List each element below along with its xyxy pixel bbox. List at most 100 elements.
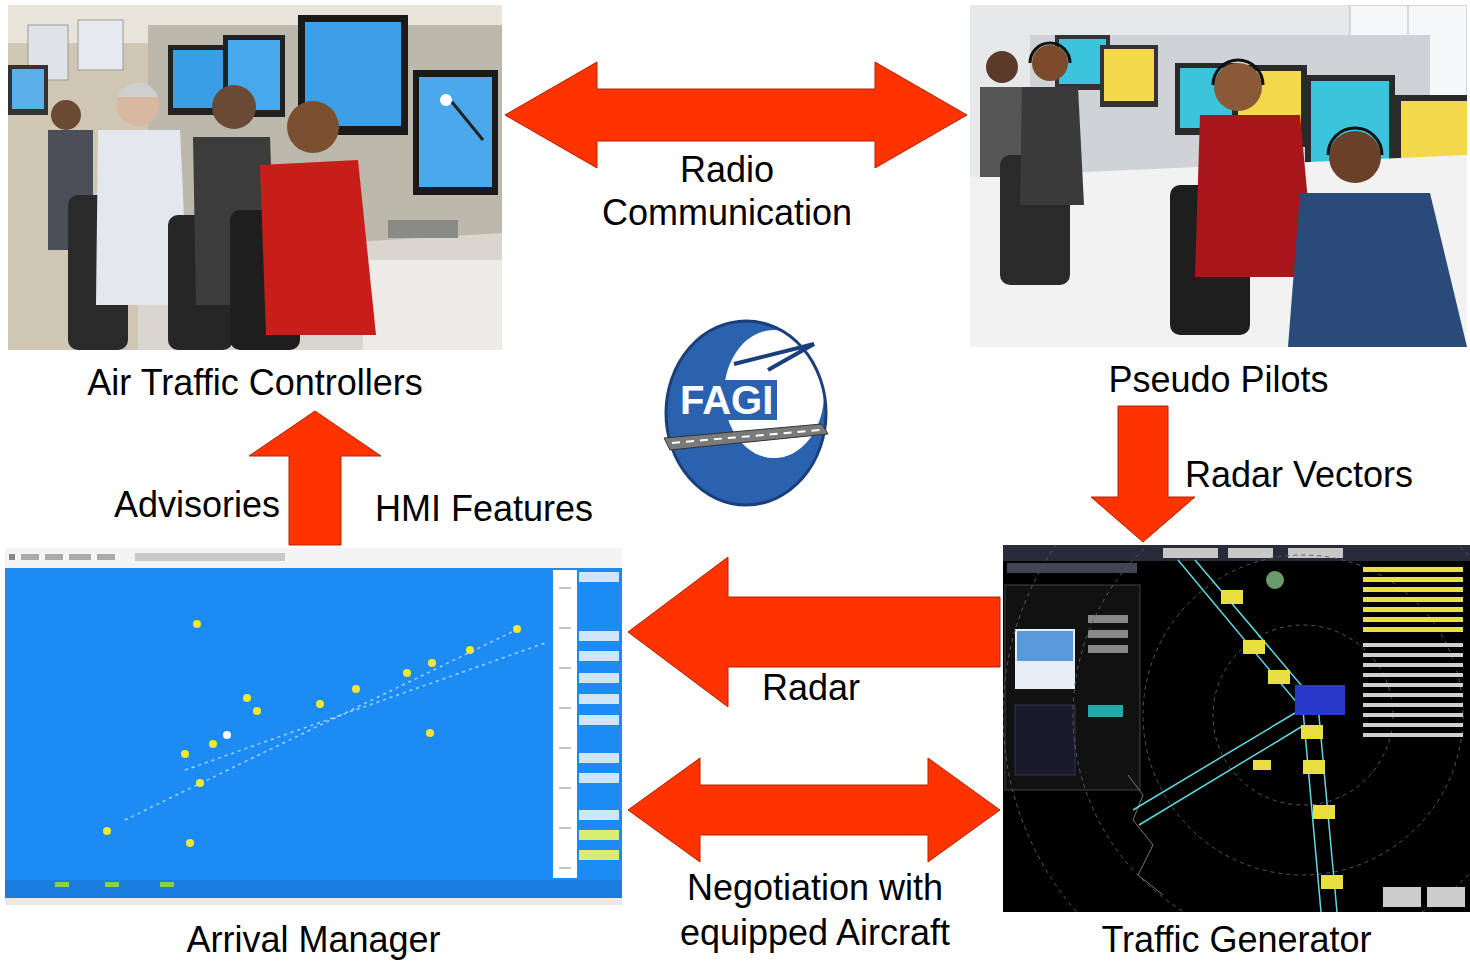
- aircraft-dot: [103, 620, 521, 847]
- arrival-manager-screen: [5, 548, 622, 905]
- arrival-manager-screen: [5, 898, 622, 905]
- aircraft-dot: [352, 685, 360, 693]
- panel-caption: Arrival Manager: [186, 920, 440, 960]
- arrival-manager-screen: [579, 810, 619, 820]
- aircraft-dot: [466, 646, 474, 654]
- controllers-photo: [260, 160, 376, 335]
- traffic-generator-screen: [1007, 563, 1137, 573]
- panel-caption: Air Traffic Controllers: [87, 363, 422, 403]
- controllers-photo: [388, 220, 458, 238]
- traffic-generator-screen: [1295, 685, 1345, 715]
- list-row: [1363, 617, 1463, 622]
- arrival-manager-screen: [579, 631, 619, 641]
- arrival-manager-screen: [5, 568, 550, 880]
- arrival-manager-screen: [21, 554, 39, 560]
- arrow-label: Negotiation with equipped Aircraft: [665, 865, 965, 955]
- controllers-photo: [118, 82, 158, 97]
- aircraft-tag: [1253, 760, 1271, 770]
- aircraft-tag: [1313, 805, 1335, 819]
- list-row: [1363, 607, 1463, 612]
- traffic-generator-screen: [1015, 629, 1075, 689]
- arrival-manager-screen: [559, 828, 571, 829]
- pilots-photo: [1030, 43, 1070, 63]
- traffic-generator-screen: [1383, 887, 1421, 907]
- list-row: [1363, 723, 1463, 727]
- logo-text: FAGI: [676, 380, 777, 420]
- aircraft-dot: [209, 740, 217, 748]
- arrival-manager-screen: [223, 731, 231, 739]
- traffic-generator-screen: [1003, 415, 1470, 964]
- controllers-photo: [440, 94, 452, 106]
- list-row: [1363, 733, 1463, 737]
- aircraft-tag: [1301, 725, 1323, 739]
- list-row: [1363, 673, 1463, 677]
- arrival-manager-screen: [553, 570, 577, 878]
- pilots-photo: [970, 5, 1467, 347]
- arrival-manager-screen: [579, 694, 619, 704]
- list-row: [1363, 703, 1463, 707]
- list-row: [1363, 643, 1463, 737]
- aircraft-dot: [196, 779, 204, 787]
- panel-caption: Traffic Generator: [1101, 920, 1371, 960]
- arrival-manager-screen: [185, 643, 545, 770]
- list-row: [1363, 663, 1463, 667]
- pilots-photo: [1020, 87, 1084, 205]
- block-arrow: [1091, 406, 1195, 542]
- traffic-generator-screen: [1005, 585, 1140, 790]
- traffic-generator-screen: [1163, 548, 1218, 558]
- pilots-photo: [1213, 60, 1263, 85]
- arrival-manager-screen: [579, 715, 619, 725]
- list-row: [1363, 627, 1463, 632]
- pilots-photo: [1328, 128, 1382, 155]
- route-line: [1139, 727, 1301, 825]
- traffic-generator-screen: [1088, 630, 1128, 638]
- list-row: [1363, 683, 1463, 687]
- aircraft-dot: [513, 625, 521, 633]
- arrival-manager-screen: [125, 628, 520, 820]
- controllers-photo: [12, 69, 44, 109]
- aircraft-dot: [403, 669, 411, 677]
- traffic-generator-screen: [1003, 545, 1470, 912]
- pilots-photo: [1104, 49, 1154, 101]
- traffic-generator-screen: [1003, 545, 1470, 561]
- pilots-photo: [986, 51, 1018, 83]
- range-ring: [1003, 415, 1470, 964]
- aircraft-dot: [426, 729, 434, 737]
- aircraft-dot: [193, 620, 201, 628]
- range-ring: [1073, 485, 1470, 945]
- pilots-photo: [1329, 131, 1381, 183]
- controllers-photo: [78, 20, 123, 70]
- controllers-photo: [8, 65, 48, 115]
- pilots-photo: [1100, 45, 1158, 107]
- arrival-manager-screen: [559, 588, 571, 589]
- range-ring: [1143, 555, 1463, 875]
- traffic-generator-screen: [1088, 705, 1123, 717]
- photo-panel: Air Traffic Controllers: [8, 5, 502, 403]
- photo-panel: Pseudo Pilots: [970, 5, 1467, 400]
- aircraft-dot: [428, 659, 436, 667]
- panel-caption: Pseudo Pilots: [1108, 360, 1328, 400]
- arrow-label: Advisories: [80, 483, 280, 526]
- arrow-label: HMI Features: [375, 487, 593, 530]
- list-row: [1363, 693, 1463, 697]
- traffic-generator-screen: [1288, 548, 1343, 558]
- logo-emblem: FAGI: [662, 318, 830, 508]
- arrival-manager-screen: [135, 553, 285, 561]
- arrival-manager-screen: [579, 773, 619, 783]
- arrival-manager-screen: [5, 548, 622, 568]
- list-row: [1363, 597, 1463, 602]
- route-line: [1195, 560, 1337, 912]
- arrival-manager-screen: [579, 830, 619, 840]
- list-row: [1363, 643, 1463, 647]
- arrival-manager-screen: [69, 554, 91, 560]
- controllers-photo: [413, 70, 498, 195]
- traffic-generator-screen: [1088, 645, 1128, 653]
- aircraft-dot: [186, 839, 194, 847]
- controllers-photo: [452, 102, 483, 140]
- arrival-manager-screen: [559, 868, 571, 869]
- logo-runway-marking: [672, 430, 820, 443]
- aircraft-tag: [1221, 590, 1343, 889]
- pilots-photo: [1288, 193, 1467, 347]
- logo-rim: [666, 321, 826, 505]
